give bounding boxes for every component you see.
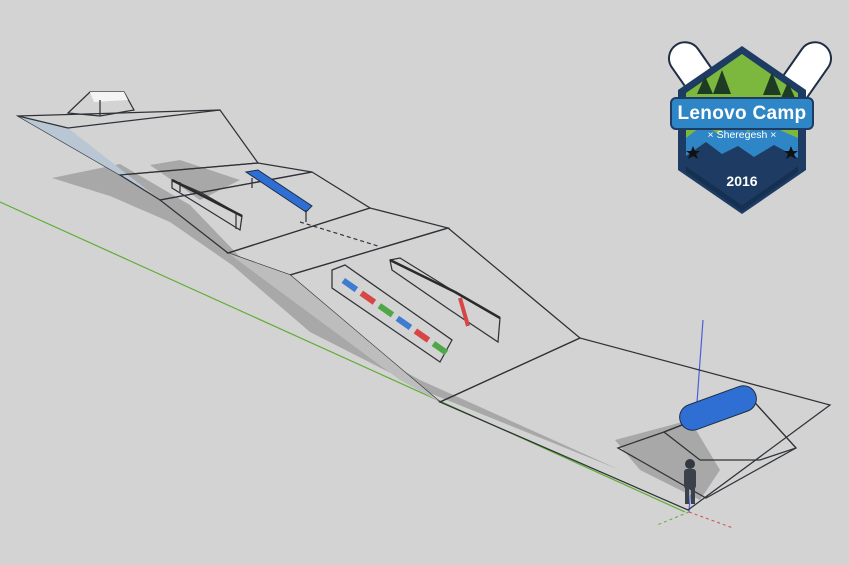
quarter-pipe — [616, 385, 798, 499]
slope-section-3 — [228, 227, 582, 403]
box-rail-left — [171, 178, 243, 232]
badge-title: Lenovo Camp — [678, 103, 807, 124]
start-kicker — [66, 91, 135, 117]
star-icon — [686, 146, 798, 159]
green-axis-line — [0, 201, 686, 513]
red-axis-dashed — [688, 511, 734, 529]
kink-rail — [389, 257, 501, 344]
badge-year: 2016 — [726, 173, 757, 189]
green-axis-dashed — [656, 511, 690, 526]
person-figure-icon — [684, 459, 696, 504]
blue-rail — [244, 169, 313, 222]
pine-tree-icon — [697, 70, 795, 98]
badge-subtitle: × Sheregesh × — [708, 129, 777, 141]
lenovo-camp-badge: Lenovo Camp × Sheregesh × 2016 — [667, 41, 833, 214]
run-out — [438, 337, 832, 511]
banner-box — [331, 264, 453, 363]
